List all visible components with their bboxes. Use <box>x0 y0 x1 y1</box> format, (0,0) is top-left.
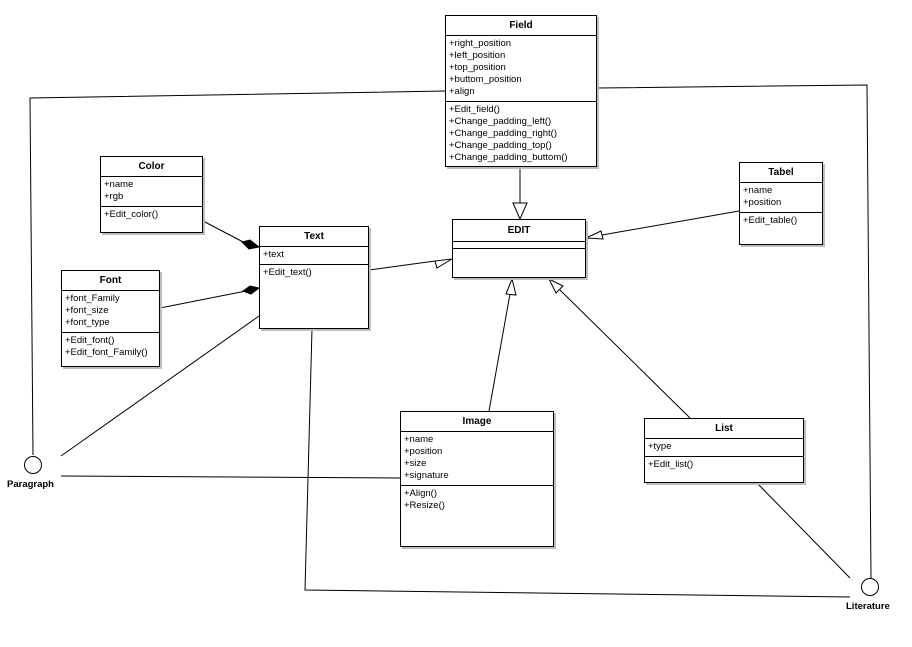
color-text-line <box>202 220 248 245</box>
class-text-methods: +Edit_text() <box>260 265 368 282</box>
tabel-edit-arrowhead <box>585 230 604 240</box>
literature-field-line <box>596 84 872 579</box>
font-text-line <box>159 290 247 309</box>
attribute: +rgb <box>104 191 124 202</box>
class-font-methods: +Edit_font() +Edit_font_Family() <box>62 333 159 362</box>
class-image-name: Image <box>401 412 553 432</box>
attribute: +font_Family <box>65 293 120 304</box>
method: +Edit_text() <box>263 267 312 278</box>
class-field[interactable]: Field +right_position +left_position +to… <box>445 15 597 167</box>
class-image-attributes: +name +position +size +signature <box>401 432 553 486</box>
text-edit-line <box>368 260 436 271</box>
literature-text-line <box>304 328 851 598</box>
method: +Resize() <box>404 500 445 511</box>
attribute: +left_position <box>449 50 506 61</box>
attribute: +top_position <box>449 62 506 73</box>
font-text-diamond <box>241 285 261 295</box>
attribute: +signature <box>404 470 449 481</box>
class-tabel-name: Tabel <box>740 163 822 183</box>
literature-list-line <box>756 482 851 579</box>
class-color-attributes: +name +rgb <box>101 177 202 207</box>
literature-actor-label: Literature <box>846 601 890 612</box>
attribute: +right_position <box>449 38 512 49</box>
method: +Edit_font_Family() <box>65 347 148 358</box>
class-field-methods: +Edit_field() +Change_padding_left() +Ch… <box>446 102 596 167</box>
attribute: +name <box>404 434 434 445</box>
attribute: +type <box>648 441 672 452</box>
paragraph-image-line <box>60 475 401 479</box>
class-list-name: List <box>645 419 803 439</box>
attribute: +position <box>743 197 782 208</box>
image-edit-arrowhead <box>505 277 517 296</box>
class-tabel[interactable]: Tabel +name +position +Edit_table() <box>739 162 823 245</box>
list-edit-arrowhead <box>547 277 564 294</box>
paragraph-actor-label: Paragraph <box>7 479 54 490</box>
class-edit[interactable]: EDIT <box>452 219 586 278</box>
method: +Change_padding_buttom() <box>449 152 568 163</box>
class-tabel-attributes: +name +position <box>740 183 822 213</box>
text-edit-arrowhead <box>434 258 453 269</box>
paragraph-field-line <box>29 90 446 456</box>
class-list[interactable]: List +type +Edit_list() <box>644 418 804 483</box>
class-list-attributes: +type <box>645 439 803 457</box>
class-edit-attributes <box>453 242 585 249</box>
class-color-name: Color <box>101 157 202 177</box>
attribute: +font_size <box>65 305 109 316</box>
attribute: +align <box>449 86 475 97</box>
class-font[interactable]: Font +font_Family +font_size +font_type … <box>61 270 160 367</box>
class-font-name: Font <box>62 271 159 291</box>
class-list-methods: +Edit_list() <box>645 457 803 474</box>
literature-actor-icon[interactable] <box>861 578 879 596</box>
tabel-edit-line <box>601 210 740 236</box>
method: +Change_padding_top() <box>449 140 552 151</box>
attribute: +name <box>104 179 134 190</box>
attribute: +position <box>404 446 443 457</box>
method: +Edit_list() <box>648 459 694 470</box>
class-text-name: Text <box>260 227 368 247</box>
class-tabel-methods: +Edit_table() <box>740 213 822 230</box>
class-image[interactable]: Image +name +position +size +signature +… <box>400 411 554 547</box>
attribute: +font_type <box>65 317 110 328</box>
class-color[interactable]: Color +name +rgb +Edit_color() <box>100 156 203 233</box>
method: +Edit_font() <box>65 335 115 346</box>
class-edit-name: EDIT <box>453 220 585 242</box>
image-edit-line <box>488 293 511 412</box>
method: +Align() <box>404 488 437 499</box>
class-text-attributes: +text <box>260 247 368 265</box>
field-edit-arrowhead <box>512 202 528 221</box>
method: +Change_padding_right() <box>449 128 558 139</box>
attribute: +buttom_position <box>449 74 522 85</box>
method: +Edit_field() <box>449 104 500 115</box>
paragraph-actor-icon[interactable] <box>24 456 42 474</box>
class-image-methods: +Align() +Resize() <box>401 486 553 515</box>
class-field-attributes: +right_position +left_position +top_posi… <box>446 36 596 102</box>
class-field-name: Field <box>446 16 596 36</box>
list-edit-line <box>559 289 691 419</box>
paragraph-text-line <box>60 315 260 457</box>
class-text[interactable]: Text +text +Edit_text() <box>259 226 369 329</box>
method: +Edit_color() <box>104 209 159 220</box>
color-text-diamond <box>241 239 261 250</box>
method: +Edit_table() <box>743 215 798 226</box>
attribute: +text <box>263 249 284 260</box>
attribute: +size <box>404 458 427 469</box>
class-font-attributes: +font_Family +font_size +font_type <box>62 291 159 333</box>
class-color-methods: +Edit_color() <box>101 207 202 224</box>
attribute: +name <box>743 185 773 196</box>
method: +Change_padding_left() <box>449 116 552 127</box>
